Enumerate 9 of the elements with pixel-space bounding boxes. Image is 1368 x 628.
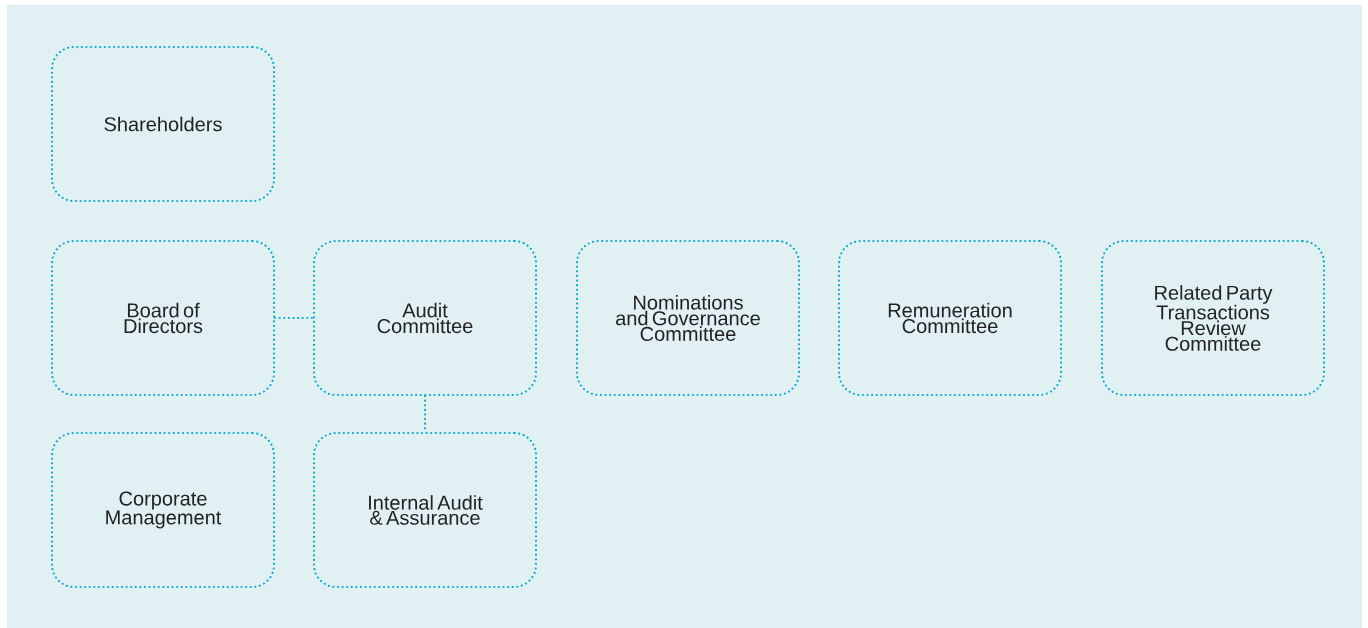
org-box: Corporate Management xyxy=(50,431,276,589)
org-box: Audit Committee xyxy=(312,239,538,397)
org-box: Internal Audit & Assurance xyxy=(312,431,538,589)
org-box: Shareholders xyxy=(50,45,276,203)
org-box: Remuneration Committee xyxy=(837,239,1063,397)
org-box: Board of Directors xyxy=(50,239,276,397)
connector-line xyxy=(274,316,314,320)
org-box: Nominations and Governance Committee xyxy=(575,239,801,397)
org-box: Related Party Transactions Review Committee xyxy=(1100,239,1326,397)
